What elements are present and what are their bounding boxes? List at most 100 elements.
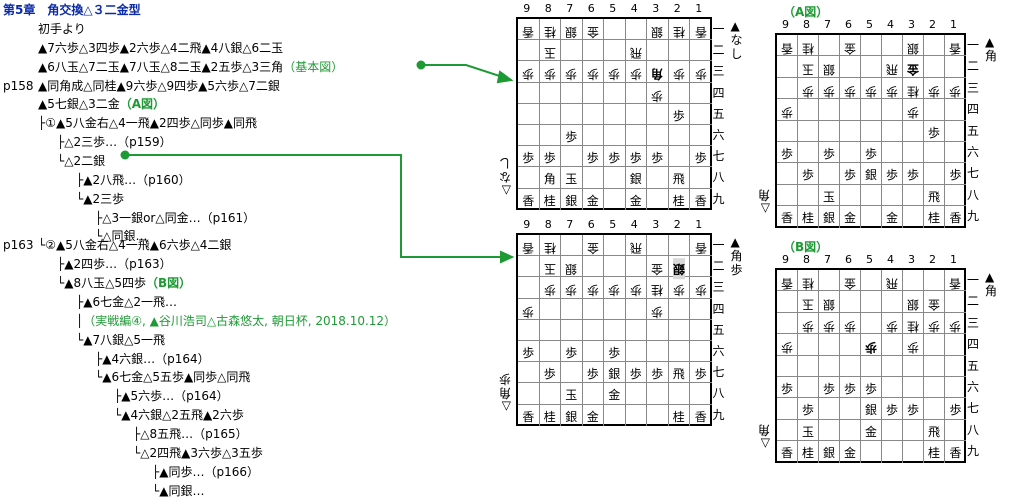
board-square [518, 103, 540, 125]
board-square: 歩 [861, 377, 882, 399]
board-square: 歩 [945, 313, 966, 335]
rank-label: 八 [967, 187, 980, 202]
black-piece: 飛 [927, 189, 940, 204]
tree-line: ├▲2八飛…（p160） [76, 173, 191, 188]
board-square [604, 319, 626, 341]
tree-line: ├▲2四歩…（p163） [57, 257, 172, 272]
black-piece: 歩 [843, 382, 856, 396]
board-square: 金 [626, 188, 647, 210]
board-square [861, 206, 882, 228]
rank-label: 八 [712, 170, 725, 185]
board-square: 歩 [861, 77, 882, 100]
file-number: 9 [782, 18, 789, 31]
board-square [539, 125, 561, 147]
board-square [840, 355, 861, 377]
file-number: 4 [630, 2, 638, 15]
file-number: 5 [609, 2, 617, 15]
board-square [945, 377, 966, 399]
board-square: 銀 [561, 188, 583, 210]
black-piece: 歩 [543, 151, 556, 166]
shogi-board: 香桂銀金銀桂香玉飛歩歩歩歩歩歩角歩歩歩歩歩歩歩歩歩歩歩歩角玉銀飛香桂銀金金桂香 [516, 17, 712, 210]
tree-line-text: ├▲5六歩…（p164） [114, 389, 229, 404]
board-square [518, 256, 540, 278]
board-square [945, 420, 966, 442]
tree-line-text: ├△3一銀or△同金…（p161） [95, 210, 256, 225]
tree-line-text: ├▲4六銀…（p164） [95, 351, 210, 366]
black-piece: 銀 [822, 211, 835, 226]
board-square [819, 120, 840, 142]
board-square: 香 [690, 235, 712, 257]
board-square: 歩 [777, 142, 798, 164]
board-square [582, 125, 604, 147]
board-square [861, 355, 882, 377]
board-square [882, 419, 903, 442]
board-square [604, 40, 626, 62]
tree-line: ├▲同歩…（p166） [152, 465, 259, 480]
connector-lines [120, 60, 515, 264]
board-square: 香 [777, 35, 798, 57]
board-square: 歩 [518, 298, 540, 320]
file-number: 7 [566, 2, 574, 15]
board-square [798, 355, 819, 377]
board-square: 歩 [798, 398, 819, 420]
board-square: 歩 [690, 362, 712, 384]
board-square [924, 377, 945, 399]
board-square [690, 299, 712, 320]
board-square: 銀 [819, 206, 840, 228]
board-square [561, 298, 583, 320]
board-square: 金 [840, 270, 861, 292]
rank-label: 九 [967, 444, 980, 459]
board-square [819, 35, 840, 57]
board-square: 歩 [647, 146, 669, 168]
rank-label: 七 [712, 149, 725, 164]
file-number: 8 [544, 218, 552, 231]
board-square [945, 142, 966, 164]
board-square: 桂 [903, 77, 924, 100]
board-square: 玉 [539, 40, 561, 62]
board-square: 飛 [625, 235, 647, 257]
file-number: 1 [695, 218, 703, 231]
board-square [582, 40, 604, 62]
board-square [861, 312, 882, 335]
rank-label: 九 [967, 209, 980, 224]
board-square [582, 341, 604, 363]
board-square: 香 [690, 405, 712, 426]
tree-line-text: └▲6七金△5五歩▲同歩△同飛 [95, 370, 251, 385]
board-square [690, 167, 712, 189]
tree-line-text: └▲7八銀△5一飛 [76, 332, 165, 347]
board-square: 金 [582, 19, 604, 41]
chapter-title: 第5章 角交換△３二金型 [3, 3, 141, 17]
board-square: 歩 [604, 146, 626, 168]
board-square: 玉 [539, 256, 561, 278]
board-square [668, 298, 690, 320]
board-square [668, 40, 690, 62]
black-piece: 香 [780, 446, 793, 461]
rank-label: 五 [967, 358, 980, 373]
rank-label: 二 [712, 43, 725, 58]
board-square: 金 [647, 256, 669, 278]
black-piece: 歩 [629, 151, 642, 166]
file-number: 1 [950, 253, 957, 266]
board-square: 金 [583, 188, 604, 210]
board-square: 飛 [924, 184, 945, 207]
file-number: 4 [887, 18, 894, 31]
board-square [539, 103, 561, 125]
page-ref-p158: p158 [3, 79, 34, 93]
board-square [690, 83, 712, 104]
board-square [882, 184, 903, 207]
board-square: 歩 [840, 77, 861, 100]
black-piece: 歩 [864, 382, 877, 396]
rank-label: 四 [712, 301, 725, 316]
board-square [625, 341, 647, 363]
file-number: 8 [803, 253, 810, 266]
board-square [690, 125, 712, 147]
board-square: 歩 [924, 77, 945, 100]
board-square [924, 334, 945, 356]
black-piece: 歩 [608, 346, 621, 360]
rank-label: 一 [712, 238, 725, 252]
board-square [840, 398, 861, 420]
tree-line: └▲2三歩 [76, 192, 124, 207]
board-square [819, 99, 840, 121]
board-square [647, 404, 669, 426]
board-title: （B図） [783, 240, 829, 254]
